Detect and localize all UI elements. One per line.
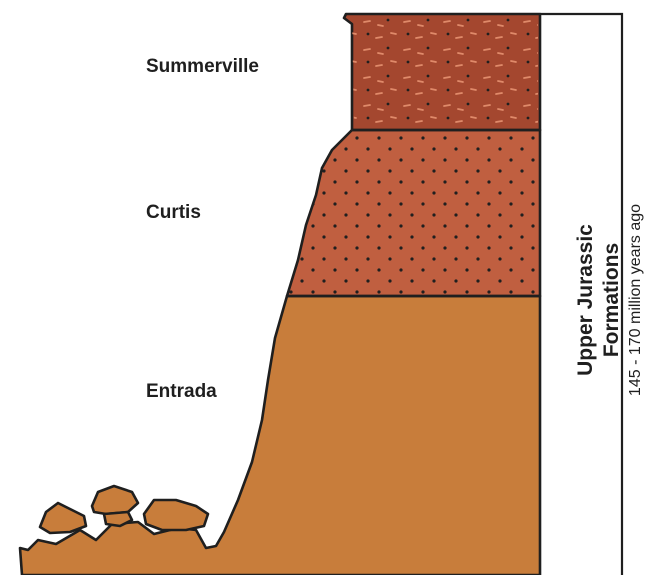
- summerville-label: Summerville: [146, 56, 259, 77]
- curtis-label: Curtis: [146, 202, 201, 223]
- entrada-label: Entrada: [146, 381, 217, 402]
- cross-section-diagram: [18, 12, 624, 575]
- time-bracket: [540, 12, 624, 575]
- caption-title: Upper Jurassic Formations: [574, 224, 623, 376]
- boulder-middle-base: [102, 510, 134, 528]
- caption-subtitle: 145 - 170 million years ago: [627, 203, 644, 397]
- boulder-left: [38, 501, 88, 535]
- curtis-dot-texture: [287, 130, 540, 296]
- formation-caption: Upper Jurassic Formations 145 - 170 mill…: [571, 185, 644, 415]
- boulder-middle-top: [90, 484, 140, 516]
- boulders: [38, 484, 210, 535]
- summerville-texture: [352, 16, 538, 128]
- boulder-right: [142, 498, 210, 532]
- entrada-layer: [18, 294, 542, 575]
